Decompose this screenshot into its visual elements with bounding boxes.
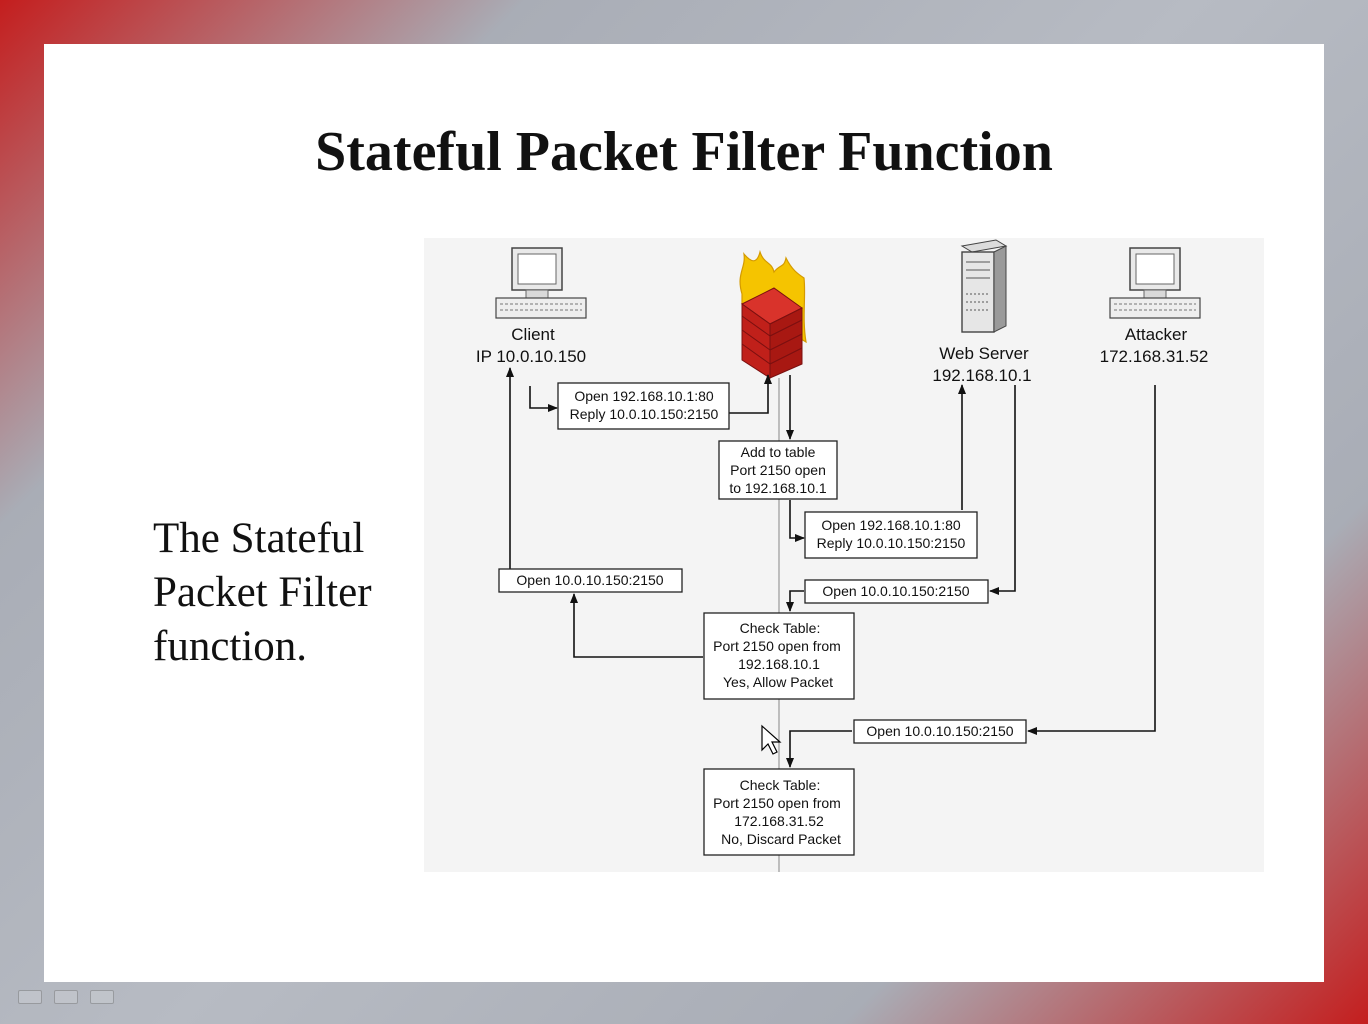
arrow-client-to-request xyxy=(529,386,558,412)
open-request-box: Open 192.168.10.1:80 Reply 10.0.10.150:2… xyxy=(557,382,730,430)
forward-request-box: Open 192.168.10.1:80 Reply 10.0.10.150:2… xyxy=(804,511,978,559)
firewall-icon xyxy=(739,249,807,379)
box-line: Open 10.0.10.150:2150 xyxy=(866,723,1013,739)
web-server-ip: 192.168.10.1 xyxy=(932,366,1031,385)
arrow-server-reply xyxy=(989,385,1016,595)
diagram-svg: Client IP 10.0.10.150 xyxy=(476,239,1209,872)
box-line: to 192.168.10.1 xyxy=(729,480,827,496)
box-line: Reply 10.0.10.150:2150 xyxy=(570,406,719,422)
slide-title: Stateful Packet Filter Function xyxy=(315,121,1053,183)
arrow-attacker-to-check xyxy=(786,730,852,768)
client-computer-icon xyxy=(495,247,587,319)
body-line: function. xyxy=(153,623,308,670)
box-line: Open 10.0.10.150:2150 xyxy=(516,572,663,588)
box-line: Add to table xyxy=(741,444,816,460)
box-line: Open 10.0.10.150:2150 xyxy=(822,583,969,599)
web-server-name: Web Server xyxy=(939,344,1029,363)
slide-body-text: The Stateful Packet Filter function. xyxy=(153,512,413,674)
box-line: Check Table: xyxy=(740,620,821,636)
next-slide-icon[interactable] xyxy=(90,990,114,1004)
arrow-check-to-client-box xyxy=(570,593,703,658)
box-line: Port 2150 open from xyxy=(713,795,841,811)
box-line: Open 192.168.10.1:80 xyxy=(574,388,714,404)
client-ip: IP 10.0.10.150 xyxy=(476,347,586,366)
box-line: 192.168.10.1 xyxy=(738,656,820,672)
mouse-cursor-icon xyxy=(761,724,782,755)
arrow-table-to-forward xyxy=(789,500,805,542)
client-name: Client xyxy=(511,325,555,344)
slide-nav-controls[interactable] xyxy=(18,990,114,1008)
box-line: Port 2150 open xyxy=(730,462,826,478)
add-table-box: Add to table Port 2150 open to 192.168.1… xyxy=(718,440,838,500)
check-discard-box: Check Table: Port 2150 open from 172.168… xyxy=(703,768,855,856)
web-server-icon xyxy=(960,239,1008,333)
arrow-request-to-firewall xyxy=(729,374,772,414)
attacker-name: Attacker xyxy=(1125,325,1188,344)
body-line: The Stateful xyxy=(153,515,365,562)
slide-menu-icon[interactable] xyxy=(54,990,78,1004)
server-reply-box: Open 10.0.10.150:2150 xyxy=(804,579,989,604)
box-line: Check Table: xyxy=(740,777,821,793)
box-line: Yes, Allow Packet xyxy=(723,674,833,690)
prev-slide-icon[interactable] xyxy=(18,990,42,1004)
check-allow-box: Check Table: Port 2150 open from 192.168… xyxy=(703,612,855,700)
attacker-computer-icon xyxy=(1109,247,1201,319)
body-line: Packet Filter xyxy=(153,569,372,616)
box-line: 172.168.31.52 xyxy=(734,813,824,829)
box-line: Port 2150 open from xyxy=(713,638,841,654)
box-line: Open 192.168.10.1:80 xyxy=(821,517,961,533)
arrow-reply-to-check xyxy=(786,590,804,612)
attacker-ip: 172.168.31.52 xyxy=(1100,347,1209,366)
arrow-attacker-packet xyxy=(1027,385,1156,735)
box-line: No, Discard Packet xyxy=(721,831,841,847)
box-line: Reply 10.0.10.150:2150 xyxy=(817,535,966,551)
attacker-packet-box: Open 10.0.10.150:2150 xyxy=(853,719,1027,744)
packet-filter-diagram: Client IP 10.0.10.150 xyxy=(424,238,1264,872)
to-client-box: Open 10.0.10.150:2150 xyxy=(498,568,683,593)
